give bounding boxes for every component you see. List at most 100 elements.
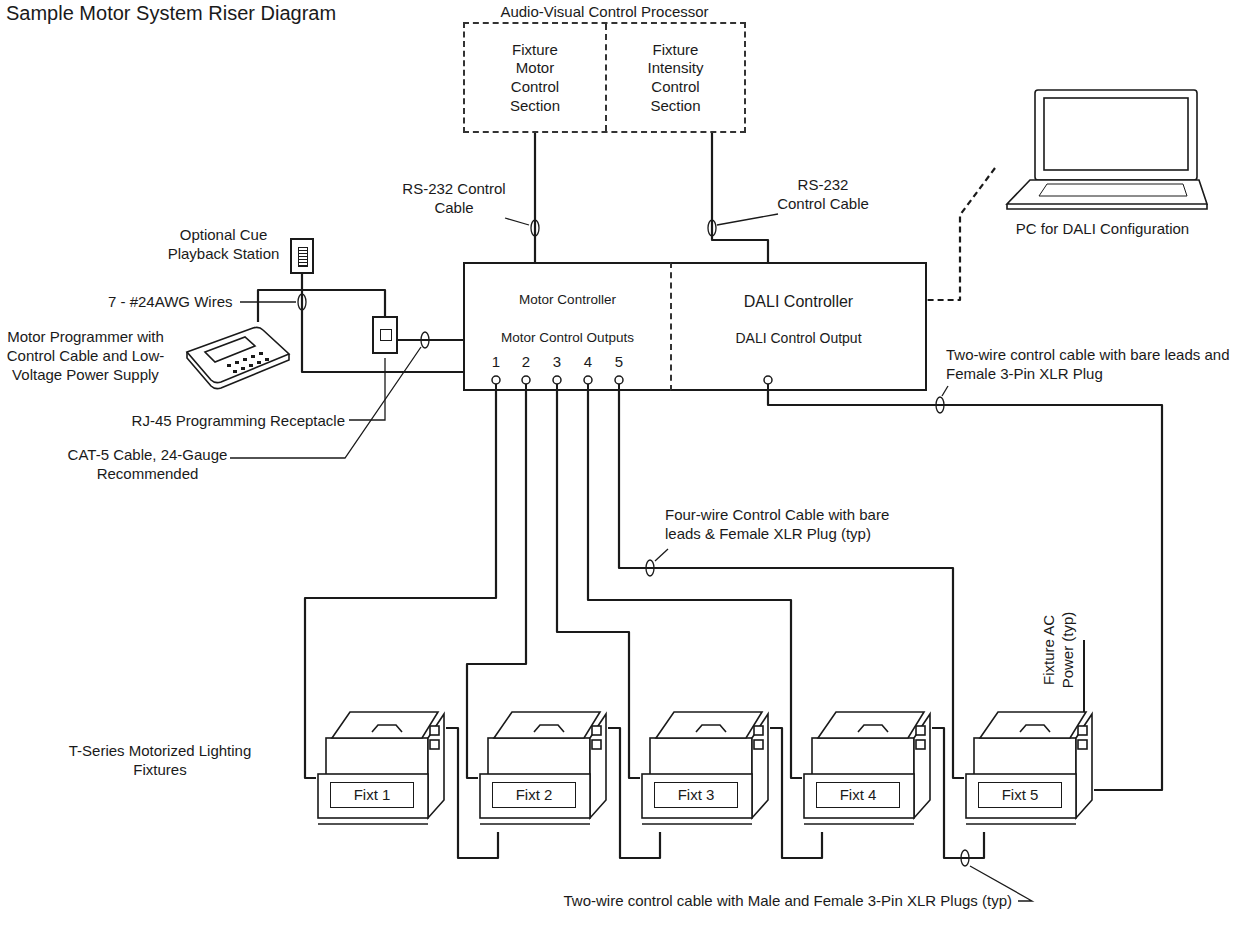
fixture-flange bbox=[966, 774, 1076, 818]
fixture-housing bbox=[964, 708, 1094, 832]
fixture-housing bbox=[640, 708, 770, 832]
leader-line bbox=[655, 549, 668, 561]
fixture-handle bbox=[858, 725, 888, 732]
node-label: DALI Controller bbox=[672, 292, 925, 312]
fixture-handle bbox=[372, 725, 402, 732]
fixture-flange bbox=[318, 774, 428, 818]
node-label: Fixt 4 bbox=[816, 782, 900, 808]
xlr-plug bbox=[754, 726, 763, 735]
node-sublabel: DALI Control Output bbox=[672, 330, 925, 348]
lighting-fixture: Fixt 1 bbox=[316, 708, 446, 832]
fixture-flange bbox=[804, 774, 914, 818]
processor-box: Audio-Visual Control ProcessorFixture Mo… bbox=[463, 22, 746, 133]
fixture-side bbox=[752, 714, 768, 818]
dali-controller: DALI ControllerDALI Control Output bbox=[670, 262, 927, 391]
node-label: Fixture Motor Control Section bbox=[495, 40, 575, 115]
dashed-connection bbox=[927, 168, 995, 300]
cable-marker bbox=[421, 332, 429, 348]
rj45-jack bbox=[380, 329, 392, 341]
node-label: Fixt 5 bbox=[978, 782, 1062, 808]
fixture-flange bbox=[480, 774, 590, 818]
callout-leaders bbox=[230, 214, 1032, 901]
node-label: RJ-45 Programming Receptacle bbox=[132, 412, 345, 431]
programmer-drawing bbox=[183, 322, 293, 394]
fixture-trim bbox=[966, 823, 1076, 825]
fixture-lid bbox=[818, 712, 924, 738]
xlr-plug bbox=[592, 726, 601, 735]
xlr-plug bbox=[430, 726, 439, 735]
cable-marker bbox=[646, 560, 654, 576]
processor-section: Fixture Motor Control Section bbox=[465, 24, 605, 131]
cable-label: 7 - #24AWG Wires bbox=[108, 293, 232, 312]
control-cable bbox=[258, 290, 385, 322]
control-cable bbox=[534, 131, 536, 262]
fixture-handle bbox=[696, 725, 726, 732]
fixture-lid bbox=[494, 712, 600, 738]
slider-panel bbox=[298, 247, 308, 267]
output-number: 4 bbox=[583, 353, 593, 372]
xlr-plug bbox=[430, 740, 439, 749]
leader-line bbox=[349, 358, 385, 420]
xlr-plug bbox=[1078, 740, 1087, 749]
cable-label: RS-232 Control Cable bbox=[398, 180, 510, 218]
programmer-edge bbox=[187, 352, 289, 389]
laptop-pc: PC for DALI Configuration bbox=[995, 88, 1210, 253]
xlr-plug bbox=[592, 740, 601, 749]
cable-marker bbox=[961, 850, 969, 866]
fixture-side bbox=[428, 714, 444, 818]
lighting-fixture: Fixt 4 bbox=[802, 708, 932, 832]
output-number: 5 bbox=[614, 353, 624, 372]
control-cable bbox=[398, 339, 463, 341]
laptop-lid bbox=[1035, 90, 1197, 180]
laptop-keys bbox=[1039, 184, 1187, 196]
cable-marker bbox=[531, 220, 539, 236]
output-jack bbox=[553, 376, 561, 384]
fixture-housing bbox=[802, 708, 932, 832]
output-number: 1 bbox=[491, 353, 501, 372]
programmer-body bbox=[187, 327, 289, 382]
node-label: Fixture Intensity Control Section bbox=[636, 40, 716, 115]
cable-label: Four-wire Control Cable with bare leads … bbox=[665, 506, 920, 544]
output-jack bbox=[492, 376, 500, 384]
node-label: Motor Controller bbox=[465, 292, 670, 309]
node-label: Fixt 1 bbox=[330, 782, 414, 808]
processor-section: Fixture Intensity Control Section bbox=[605, 24, 744, 131]
node-label: Fixt 3 bbox=[654, 782, 738, 808]
fixture-lid bbox=[656, 712, 762, 738]
cable-marker bbox=[936, 397, 944, 413]
xlr-plug bbox=[754, 740, 763, 749]
fixture-side bbox=[914, 714, 930, 818]
node-label: Motor Programmer with Control Cable and … bbox=[3, 328, 168, 384]
laptop-base bbox=[1007, 180, 1207, 204]
laptop-drawing bbox=[995, 88, 1210, 213]
output-jack bbox=[764, 376, 772, 384]
node-sublabel: Motor Control Outputs bbox=[465, 330, 670, 347]
node-label: Fixt 2 bbox=[492, 782, 576, 808]
cue-station: Optional Cue Playback Station bbox=[290, 238, 314, 274]
fixture-trim bbox=[804, 823, 914, 825]
fixture-flange bbox=[642, 774, 752, 818]
laptop-screen bbox=[1044, 98, 1188, 170]
cable-label: Two-wire control cable with Male and Fem… bbox=[563, 892, 1012, 911]
lighting-fixture: Fixt 2 bbox=[478, 708, 608, 832]
control-cable bbox=[619, 391, 964, 778]
cable-label: CAT-5 Cable, 24-Gauge Recommended bbox=[40, 446, 255, 484]
fixture-handle bbox=[1020, 725, 1050, 732]
fixture-trim bbox=[480, 823, 590, 825]
fixture-trim bbox=[318, 823, 428, 825]
lighting-fixture: Fixt 3 bbox=[640, 708, 770, 832]
fixture-housing bbox=[478, 708, 608, 832]
output-jack bbox=[584, 376, 592, 384]
rj45-receptacle: RJ-45 Programming Receptacle bbox=[372, 316, 398, 354]
control-cable bbox=[302, 274, 463, 372]
fixture-housing bbox=[316, 708, 446, 832]
leader-line bbox=[240, 301, 296, 302]
leader-line bbox=[942, 386, 948, 396]
output-jacks bbox=[492, 376, 772, 391]
fixture-trim bbox=[642, 823, 752, 825]
programmer-keys bbox=[227, 352, 269, 373]
control-cable bbox=[712, 131, 768, 262]
xlr-plug bbox=[1078, 726, 1087, 735]
output-jack bbox=[615, 376, 623, 384]
